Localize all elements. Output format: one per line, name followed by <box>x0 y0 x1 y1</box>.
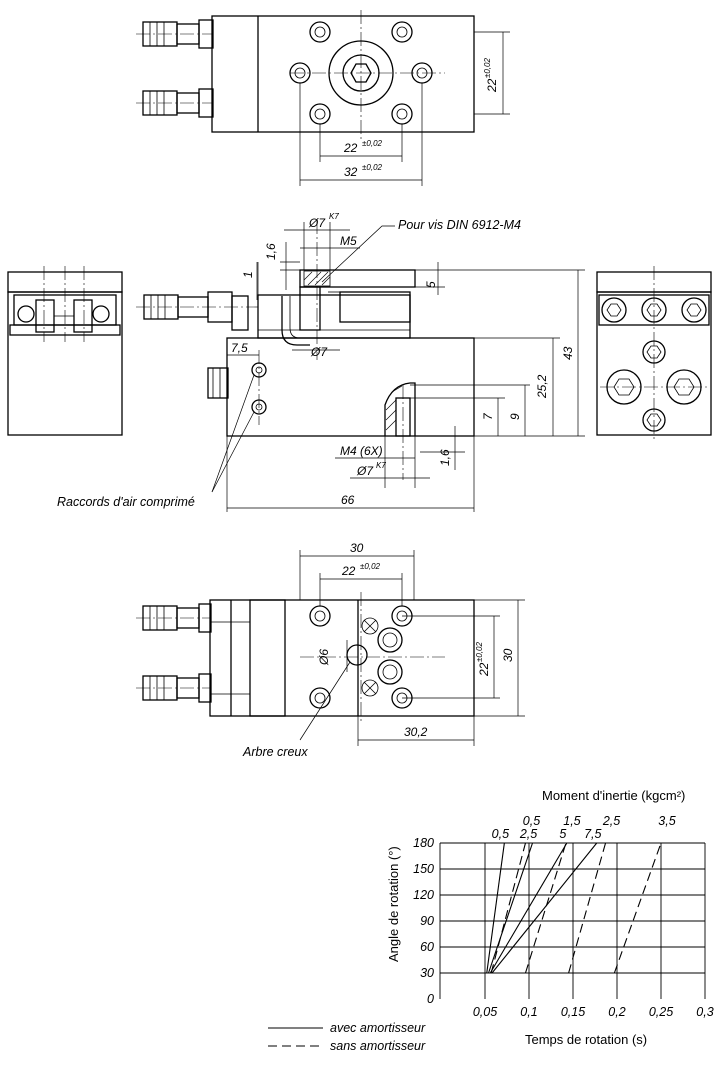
chart-ytick-label: 0 <box>427 992 434 1006</box>
bottom-dim-30-2: 30,2 <box>404 725 428 739</box>
top-dim-22-inner: 22 <box>343 141 358 155</box>
side-dim-1-6-top: 1,6 <box>264 243 278 260</box>
bottom-dim-22-right: 22 <box>477 662 491 677</box>
chart-series-line <box>490 842 527 974</box>
bottom-dim-22-right-tol: ±0,02 <box>475 641 484 662</box>
chart-top-label: 7,5 <box>584 827 601 841</box>
side-air-label: Raccords d'air comprimé <box>57 495 195 509</box>
side-dim-1: 1 <box>241 271 255 278</box>
top-dim-32-outer-tol: ±0,02 <box>362 163 383 172</box>
side-screw-note: Pour vis DIN 6912-M4 <box>398 218 521 232</box>
side-dim-shaft: Ø7 <box>310 345 328 359</box>
chart-ytick-label: 90 <box>420 914 434 928</box>
chart-top-label: 5 <box>559 827 566 841</box>
chart-series-line <box>486 842 505 974</box>
chart-ytick-label: 150 <box>413 862 434 876</box>
rotation-chart: Moment d'inertie (kgcm²) Temps de rotati… <box>386 788 714 1047</box>
chart-top-label: 0,5 <box>492 827 509 841</box>
bottom-dim-6: Ø6 <box>317 649 331 666</box>
chart-xtick-label: 0,1 <box>520 1005 537 1019</box>
chart-series-line <box>613 842 662 974</box>
chart-top-label: 2,5 <box>519 827 537 841</box>
chart-top-label: 1,5 <box>563 814 580 828</box>
chart-xtick-label: 0,15 <box>561 1005 585 1019</box>
side-view: 5 43 25,2 9 7 Ø7 K7 M5 Pour vis DIN 6912… <box>57 212 585 512</box>
side-dim-m4: M4 (6X) <box>340 444 383 458</box>
side-dim-7: 7 <box>481 412 495 420</box>
legend-solid-label: avec amortisseur <box>330 1021 426 1035</box>
chart-grid <box>439 842 706 999</box>
top-dim-22-inner-tol: ±0,02 <box>362 139 383 148</box>
right-end-view <box>596 266 712 440</box>
legend-dashed-label: sans amortisseur <box>330 1039 426 1053</box>
side-dim-9: 9 <box>508 413 522 420</box>
bottom-dim-30-top: 30 <box>350 541 364 555</box>
side-dim-7-5: 7,5 <box>231 341 248 355</box>
chart-top-label: 0,5 <box>523 814 540 828</box>
chart-ylabel: Angle de rotation (°) <box>386 846 401 962</box>
chart-series-line <box>568 842 607 974</box>
side-dim-bore-bottom: Ø7 <box>356 464 374 478</box>
side-bore-tol: K7 <box>329 212 339 221</box>
left-end-view <box>7 266 123 436</box>
chart-top-label: 3,5 <box>658 814 675 828</box>
chart-series-line <box>487 842 534 974</box>
chart-ticks: 0 30 60 90 120 150 180 0,05 0,1 0,15 0,2 0,25 0,3 <box>413 836 714 1019</box>
chart-series-line <box>524 842 567 974</box>
chart-top-label: 2,5 <box>602 814 620 828</box>
chart-xlabel: Temps de rotation (s) <box>525 1032 647 1047</box>
bottom-view: 30 22 ±0,02 30 22 ±0,02 Ø6 30,2 Arbre cr… <box>136 541 525 759</box>
bottom-dim-30-right: 30 <box>501 648 515 662</box>
bottom-dim-22-top-tol: ±0,02 <box>360 562 381 571</box>
chart-series <box>486 842 662 974</box>
chart-xtick-label: 0,25 <box>649 1005 673 1019</box>
side-dim-bore-bottom-tol: K7 <box>376 461 386 470</box>
chart-ytick-label: 30 <box>420 966 434 980</box>
side-dim-66: 66 <box>341 493 355 507</box>
side-dim-25-2: 25,2 <box>535 374 549 399</box>
chart-xtick-label: 0,05 <box>473 1005 497 1019</box>
top-dim-32-outer: 32 <box>344 165 358 179</box>
side-bore-label: Ø7 <box>308 216 326 230</box>
chart-ytick-label: 60 <box>420 940 434 954</box>
top-dim-22-vertical: 22 <box>485 78 499 93</box>
side-dim-1-6-bottom: 1,6 <box>438 449 452 466</box>
top-view: 22 ±0,02 22 ±0,02 32 ±0,02 <box>136 10 510 186</box>
chart-xtick-label: 0,3 <box>696 1005 713 1019</box>
chart-xtick-label: 0,2 <box>608 1005 625 1019</box>
side-dim-5: 5 <box>424 281 438 288</box>
bottom-hollow-label: Arbre creux <box>242 745 308 759</box>
chart-ytick-label: 180 <box>413 836 434 850</box>
chart-title: Moment d'inertie (kgcm²) <box>542 788 685 803</box>
side-dim-43: 43 <box>561 346 575 360</box>
chart-ytick-label: 120 <box>413 888 434 902</box>
chart-series-line <box>489 842 568 974</box>
side-thread-label: M5 <box>340 234 357 248</box>
chart-legend: avec amortisseur sans amortisseur <box>268 1021 426 1053</box>
top-dim-22-vertical-tol: ±0,02 <box>483 57 492 78</box>
chart-series-line <box>491 842 598 974</box>
bottom-dim-22-top: 22 <box>341 564 356 578</box>
